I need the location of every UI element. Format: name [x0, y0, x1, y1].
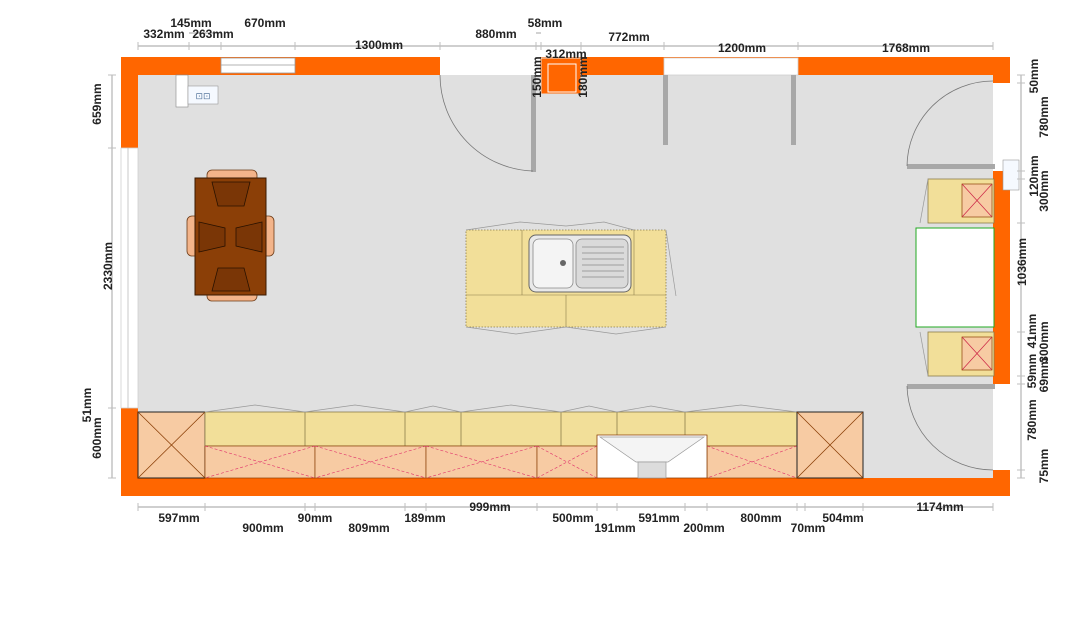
dim-label: 263mm: [192, 27, 233, 41]
dim-label: 809mm: [348, 521, 389, 535]
wall-bottom: [121, 478, 1010, 496]
base-cabinet-run: [137, 404, 864, 479]
dim-label: 41mm: [1025, 314, 1039, 349]
door-leaf-right-top: [907, 164, 995, 169]
door-swing-top: [439, 74, 534, 172]
dim-label: 670mm: [244, 16, 285, 30]
dim-label: 2330mm: [101, 242, 115, 290]
dim-label: 180mm: [576, 56, 590, 97]
socket-top-left-bracket: [175, 74, 189, 108]
door-opening-right-top: [993, 83, 1010, 171]
window-jamb-left: [663, 75, 668, 145]
dim-label: 1200mm: [718, 41, 766, 55]
lower-drawers: [204, 445, 798, 479]
door-swing-right-bottom: [906, 385, 994, 471]
dim-label: 800mm: [740, 511, 781, 525]
dim-label: 69mm: [1037, 358, 1051, 393]
door-swing-right-top: [906, 80, 994, 167]
dim-label: 120mm: [1027, 155, 1041, 196]
dim-label: 59mm: [1025, 354, 1039, 389]
dim-label: 189mm: [404, 511, 445, 525]
dim-label: 591mm: [638, 511, 679, 525]
door-opening-right-bottom: [993, 384, 1010, 470]
dim-label: 50mm: [1027, 59, 1041, 94]
socket-top-left: [187, 85, 219, 105]
sink-drainboard: [575, 238, 629, 289]
door-opening-top: [440, 57, 540, 75]
dim-label: 90mm: [298, 511, 333, 525]
dim-label: 58mm: [528, 16, 563, 30]
dim-label: 880mm: [475, 27, 516, 41]
dim-label: 75mm: [1037, 449, 1051, 484]
door-leaf-right-bottom: [907, 384, 995, 389]
doors: [439, 74, 995, 471]
worktop: [204, 411, 798, 447]
dim-label: 659mm: [90, 83, 104, 124]
window-top-left: [220, 57, 296, 74]
right-units: [915, 178, 995, 377]
dim-label: 1300mm: [355, 38, 403, 52]
door-leaf-top: [531, 75, 536, 172]
wall-sockets: ⊡⊡: [175, 74, 1020, 191]
dim-label: 51mm: [80, 388, 94, 423]
dimension-lines: [108, 32, 1025, 511]
fridge: [915, 227, 995, 328]
dim-label: 70mm: [791, 521, 826, 535]
sink-drain: [560, 260, 566, 266]
socket-right: [1002, 159, 1020, 191]
window-left: [120, 147, 139, 409]
dim-label: 772mm: [608, 30, 649, 44]
dim-label: 150mm: [530, 56, 544, 97]
sink-bowl: [532, 238, 574, 289]
dim-label: 191mm: [594, 521, 635, 535]
dim-label: 900mm: [242, 521, 283, 535]
dim-label: 1036mm: [1015, 238, 1029, 286]
wall-openings: [120, 57, 1010, 470]
window-jamb-right: [791, 75, 796, 145]
dim-label: 504mm: [822, 511, 863, 525]
dim-label: 300mm: [1037, 321, 1051, 362]
kitchen-island: [465, 221, 677, 335]
dim-label: 1768mm: [882, 41, 930, 55]
dim-label: 999mm: [469, 500, 510, 514]
dim-label: 600mm: [90, 417, 104, 458]
window-top-right: [663, 57, 799, 76]
svg-text:⊡⊡: ⊡⊡: [195, 92, 210, 102]
dimension-labels: 145mm 332mm 263mm 670mm 1300mm 880mm 58m…: [80, 16, 1051, 535]
dining-set: [186, 169, 275, 302]
dim-label: 332mm: [143, 27, 184, 41]
dim-label: 200mm: [683, 521, 724, 535]
dim-label: 500mm: [552, 511, 593, 525]
dim-label: 597mm: [158, 511, 199, 525]
dim-label: 780mm: [1025, 399, 1039, 440]
dim-label: 1174mm: [916, 500, 963, 514]
dim-label: 300mm: [1037, 170, 1051, 211]
dim-label: 312mm: [545, 47, 586, 61]
dim-label: 145mm: [170, 16, 211, 30]
shaft: [540, 57, 582, 95]
dim-label: 780mm: [1037, 96, 1051, 137]
